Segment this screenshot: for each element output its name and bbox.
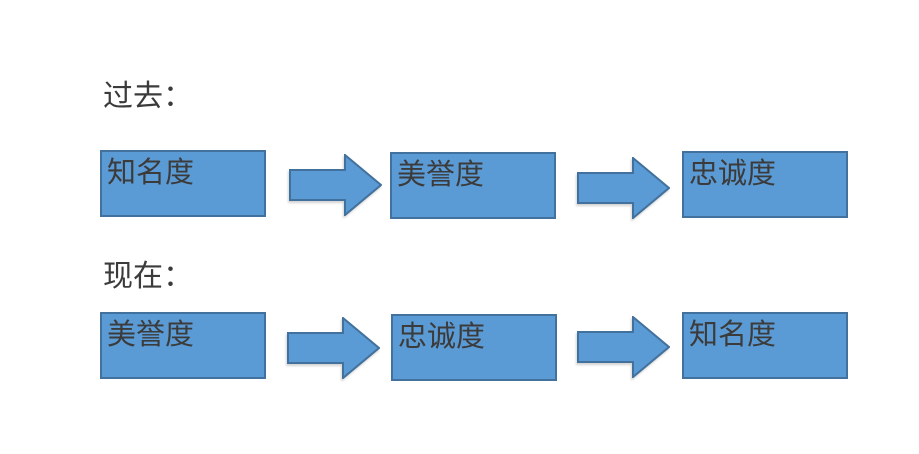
right-arrow-icon bbox=[287, 317, 380, 379]
flow-box-past-1: 知名度 bbox=[100, 150, 266, 217]
right-arrow-icon bbox=[577, 157, 670, 219]
row-label-now: 现在： bbox=[103, 260, 193, 293]
row-label-past: 过去： bbox=[103, 80, 193, 113]
flow-box-now-3: 知名度 bbox=[682, 312, 848, 379]
flow-box-past-2: 美誉度 bbox=[390, 152, 556, 219]
flow-box-now-1: 美誉度 bbox=[100, 312, 266, 379]
right-arrow-icon bbox=[577, 316, 670, 378]
flow-box-past-3: 忠诚度 bbox=[682, 151, 848, 218]
right-arrow-icon bbox=[289, 154, 382, 216]
flow-box-now-2: 忠诚度 bbox=[391, 314, 557, 381]
